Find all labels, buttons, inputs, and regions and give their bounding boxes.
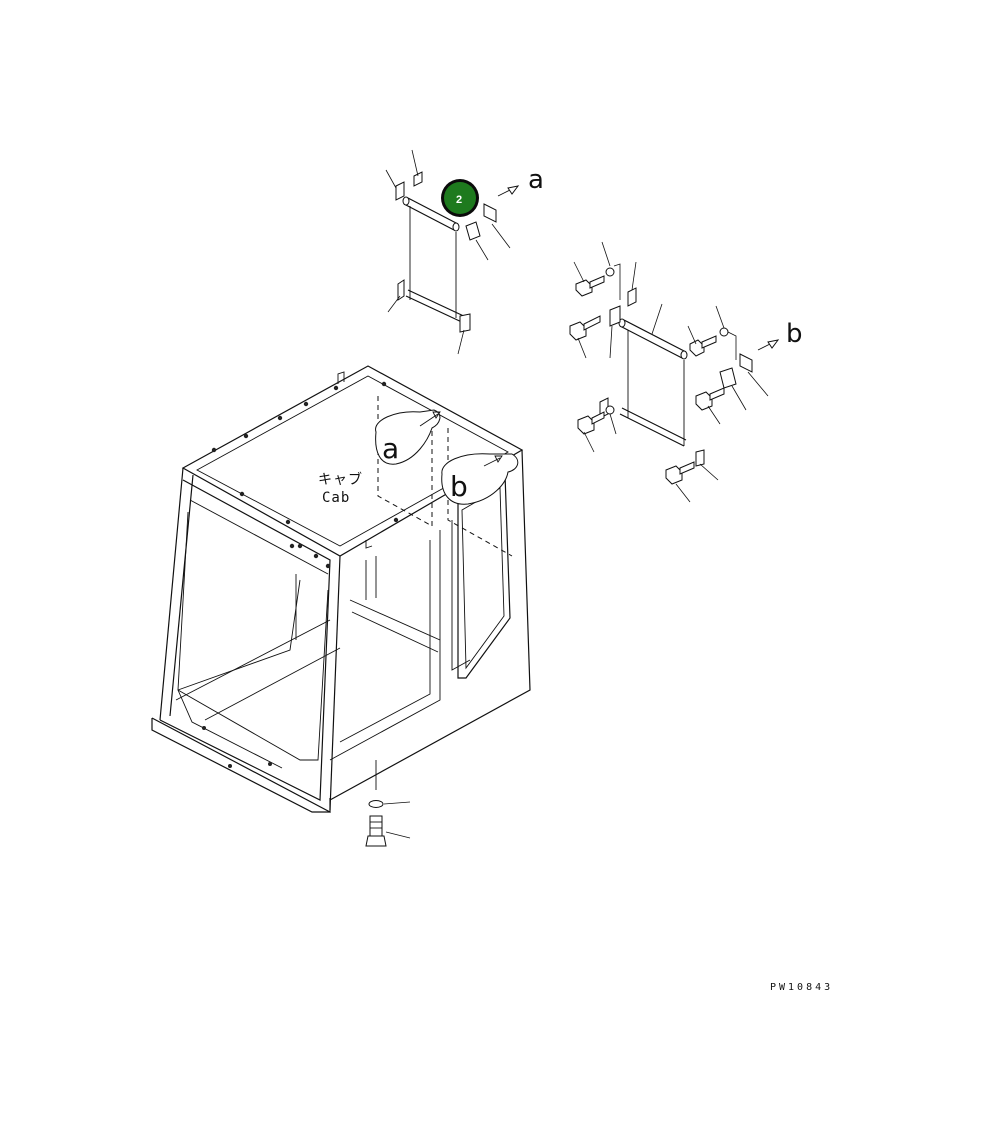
bolt-group <box>569 267 729 485</box>
cab-label-japanese: キャブ <box>318 471 363 488</box>
ref-b-label-detail: b <box>786 319 803 349</box>
part-callout-2[interactable]: 2 <box>441 179 479 217</box>
floor-bolt-washer <box>365 760 411 847</box>
callout-fill <box>444 182 476 214</box>
hinge-assembly-a: a <box>385 149 544 355</box>
ref-a-label-cab: a <box>382 432 399 465</box>
cab-label-english: Cab <box>322 490 350 506</box>
roof-rivets <box>202 381 503 768</box>
ref-a-shape-cab: a <box>375 409 441 465</box>
ref-b-shape-cab: b <box>441 453 519 505</box>
drawing-code: PW10843 <box>770 982 833 993</box>
callout-number: 2 <box>456 194 462 206</box>
ref-a-label-detail: a <box>528 165 544 195</box>
cab-body <box>151 365 531 813</box>
ref-b-label-cab: b <box>450 470 468 503</box>
hinge-assembly-b: b <box>569 241 803 503</box>
